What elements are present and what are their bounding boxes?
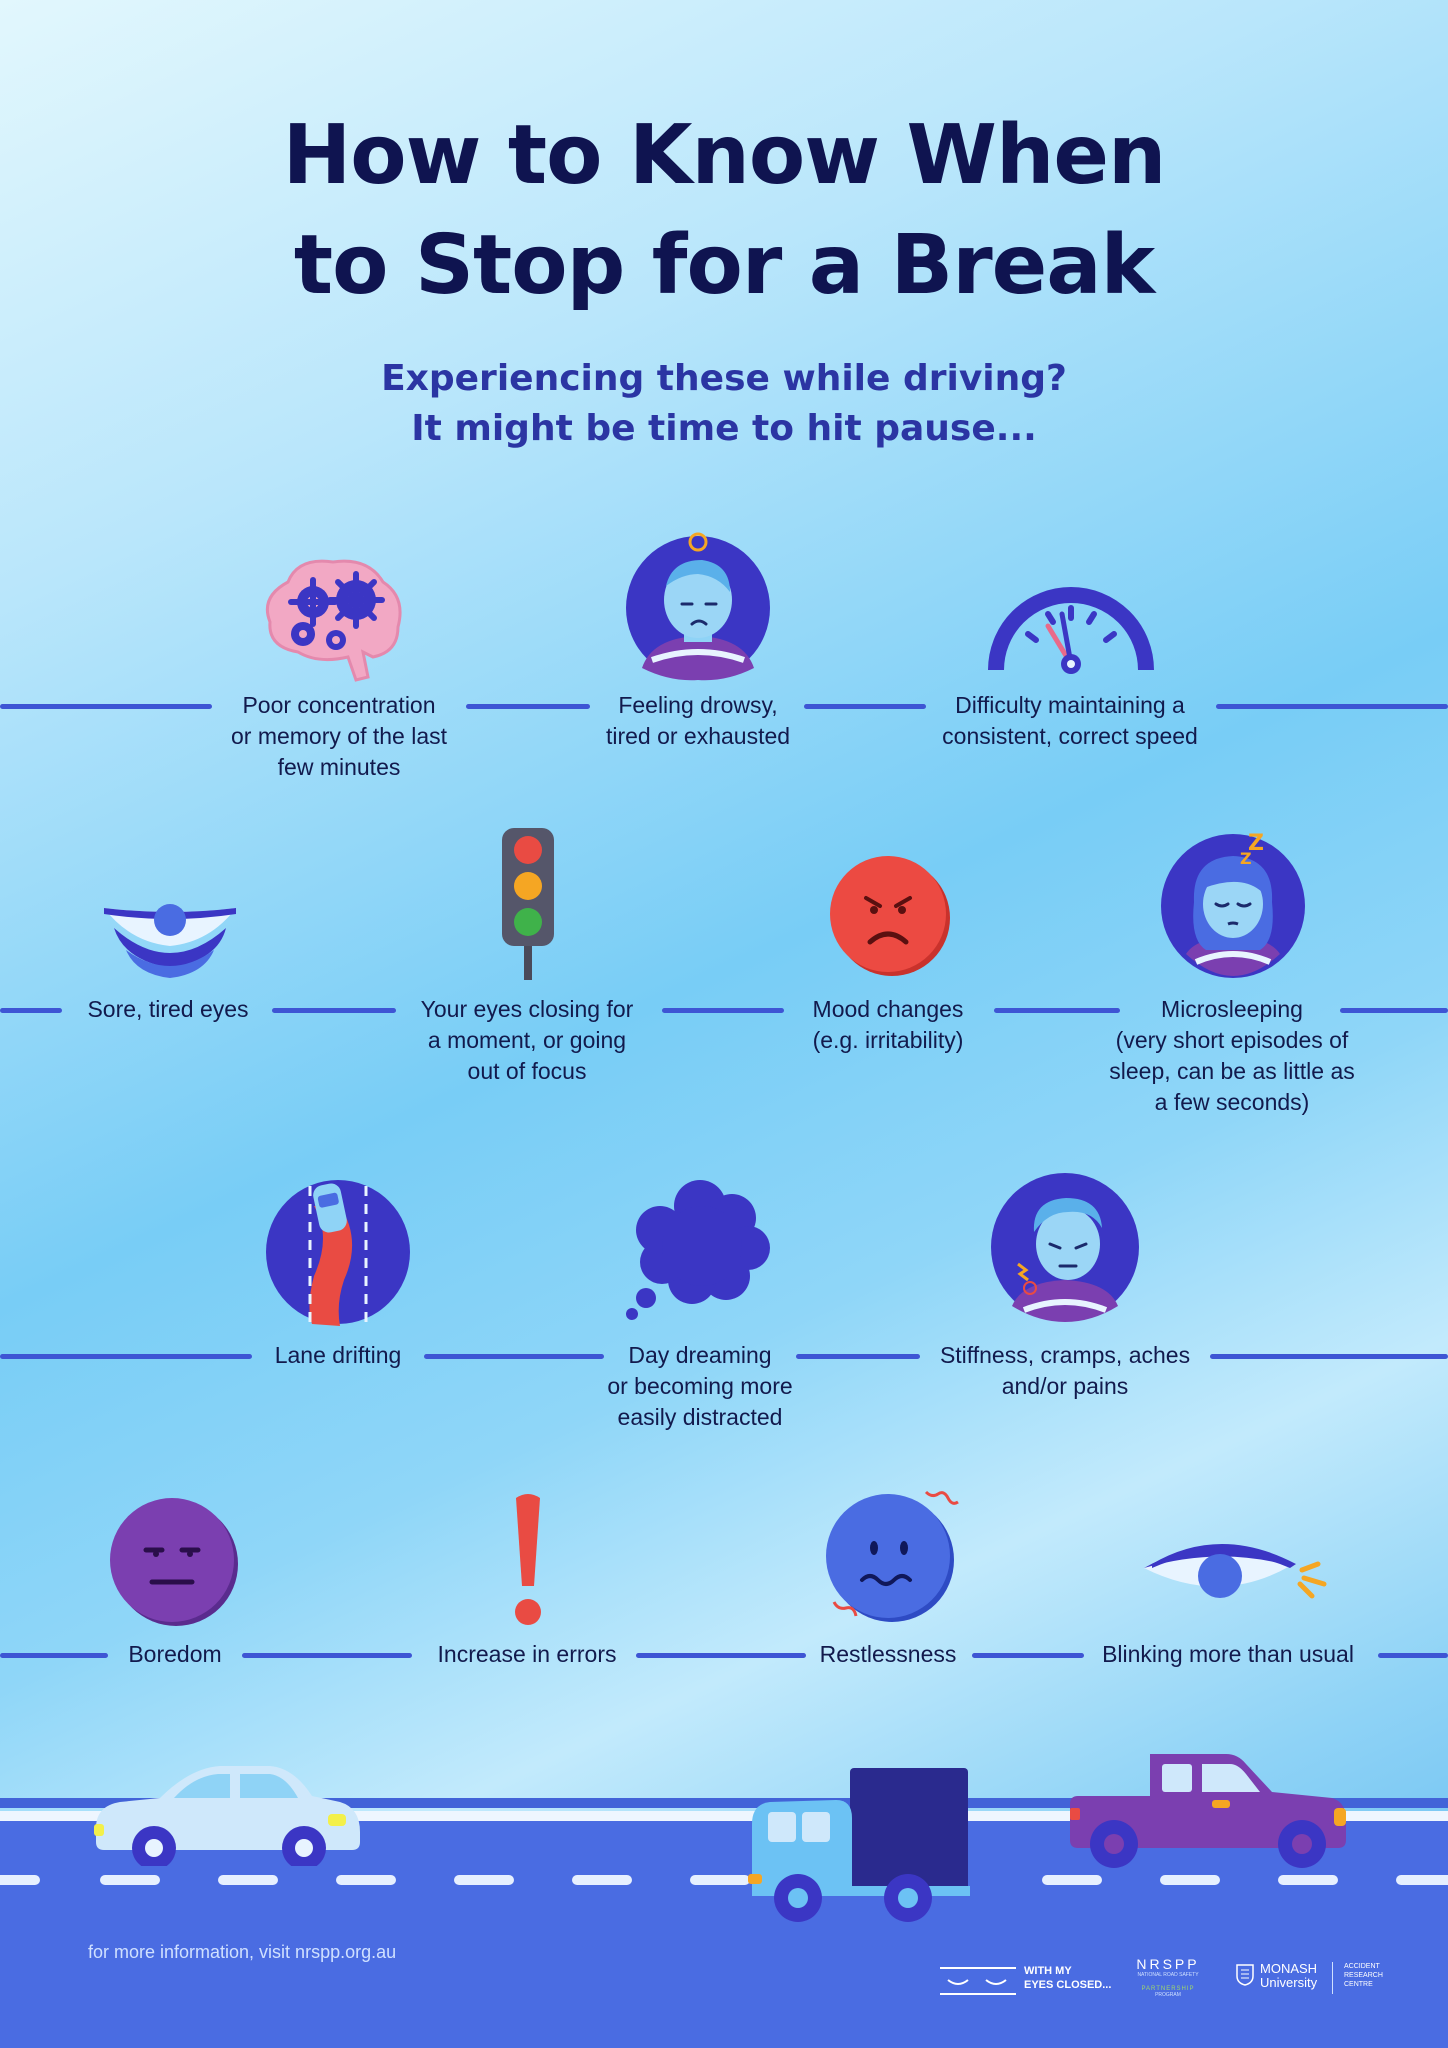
- lane-dash: [1042, 1875, 1102, 1885]
- road-edge: [0, 1798, 1448, 1808]
- connector-line: [636, 1653, 806, 1658]
- bored-face-icon: [110, 1498, 238, 1626]
- lane-dash: [454, 1875, 514, 1885]
- car-illustration: [94, 1766, 360, 1866]
- sign-label: Mood changes (e.g. irritability): [812, 996, 964, 1053]
- svg-text:Z: Z: [1248, 831, 1264, 856]
- connector-line: [1378, 1653, 1448, 1658]
- sign-label: Restlessness: [819, 1641, 957, 1667]
- sign-label: Microsleeping (very short episodes of sl…: [1109, 996, 1355, 1115]
- truck-illustration: [748, 1768, 970, 1922]
- restless-face-icon: [826, 1490, 959, 1622]
- road: [0, 1821, 1448, 2048]
- lane-dash: [1160, 1875, 1220, 1885]
- connector-line: [796, 1354, 920, 1359]
- sign-label: Poor concentration or memory of the last…: [230, 692, 448, 780]
- sleeping-driver-icon: Z Z: [1161, 831, 1305, 978]
- connector-line: [1340, 1008, 1448, 1013]
- blinking-eye-icon: [1144, 1544, 1327, 1599]
- lane-dash: [1278, 1875, 1338, 1885]
- sign-label: Blinking more than usual: [1102, 1641, 1354, 1667]
- connector-line: [804, 704, 926, 709]
- connector-line: [272, 1008, 396, 1013]
- connector-line: [972, 1653, 1084, 1658]
- footer-info-link[interactable]: for more information, visit nrspp.org.au: [88, 1942, 397, 1962]
- sign-label: Sore, tired eyes: [87, 996, 249, 1022]
- connector-line: [994, 1008, 1120, 1013]
- connector-line: [1210, 1354, 1448, 1359]
- connector-line: [466, 704, 590, 709]
- tired-eye-icon: [104, 904, 236, 978]
- exclamation-icon: [515, 1494, 541, 1625]
- aching-driver-icon: [991, 1173, 1139, 1322]
- connector-line: [0, 704, 212, 709]
- lane-drift-icon: [266, 1180, 410, 1326]
- thought-cloud-icon: [626, 1180, 770, 1320]
- nrspp-logo: NRSPP NATIONAL ROAD SAFETY PARTNERSHIP P…: [1136, 1956, 1200, 1998]
- sign-label: Lane drifting: [274, 1342, 402, 1368]
- connector-line: [662, 1008, 784, 1013]
- connector-line: [242, 1653, 412, 1658]
- lane-dash: [336, 1875, 396, 1885]
- lane-dash: [0, 1875, 40, 1885]
- blurry-traffic-light-icon: [502, 828, 554, 980]
- sign-label: Day dreaming or becoming more easily dis…: [607, 1342, 793, 1430]
- drowsy-driver-icon: [626, 532, 770, 681]
- sign-label: Difficulty maintaining a consistent, cor…: [942, 692, 1198, 749]
- ute-illustration: [1070, 1754, 1346, 1868]
- subtitle-line-1: Experiencing these while driving?: [381, 358, 1067, 399]
- lane-dash: [1396, 1875, 1448, 1885]
- brain-gears-icon: [265, 559, 402, 682]
- speedometer-icon: [988, 587, 1154, 674]
- sign-label: Your eyes closing for a moment, or going…: [420, 996, 634, 1084]
- connector-line: [424, 1354, 604, 1359]
- angry-face-icon: [830, 856, 950, 976]
- connector-line: [0, 1008, 62, 1013]
- title-line-2: to Stop for a Break: [293, 218, 1155, 313]
- sign-label: Stiffness, cramps, aches and/or pains: [939, 1342, 1191, 1399]
- lane-dash: [100, 1875, 160, 1885]
- sign-label: Boredom: [128, 1641, 222, 1667]
- monash-crest-icon: [1236, 1964, 1254, 1986]
- sign-label: Increase in errors: [437, 1641, 617, 1667]
- closed-eyes-icon: [940, 1967, 1016, 1995]
- road-stripe: [0, 1811, 1448, 1821]
- lane-dash: [690, 1875, 750, 1885]
- sign-label: Feeling drowsy, tired or exhausted: [605, 692, 791, 749]
- connector-line: [0, 1653, 108, 1658]
- connector-line: [1216, 704, 1448, 709]
- svg-text:Z: Z: [1240, 849, 1252, 868]
- lane-dash: [572, 1875, 632, 1885]
- lane-dash: [218, 1875, 278, 1885]
- connector-line: [0, 1354, 252, 1359]
- subtitle-line-2: It might be time to hit pause...: [411, 408, 1037, 449]
- title-line-1: How to Know When: [282, 108, 1167, 203]
